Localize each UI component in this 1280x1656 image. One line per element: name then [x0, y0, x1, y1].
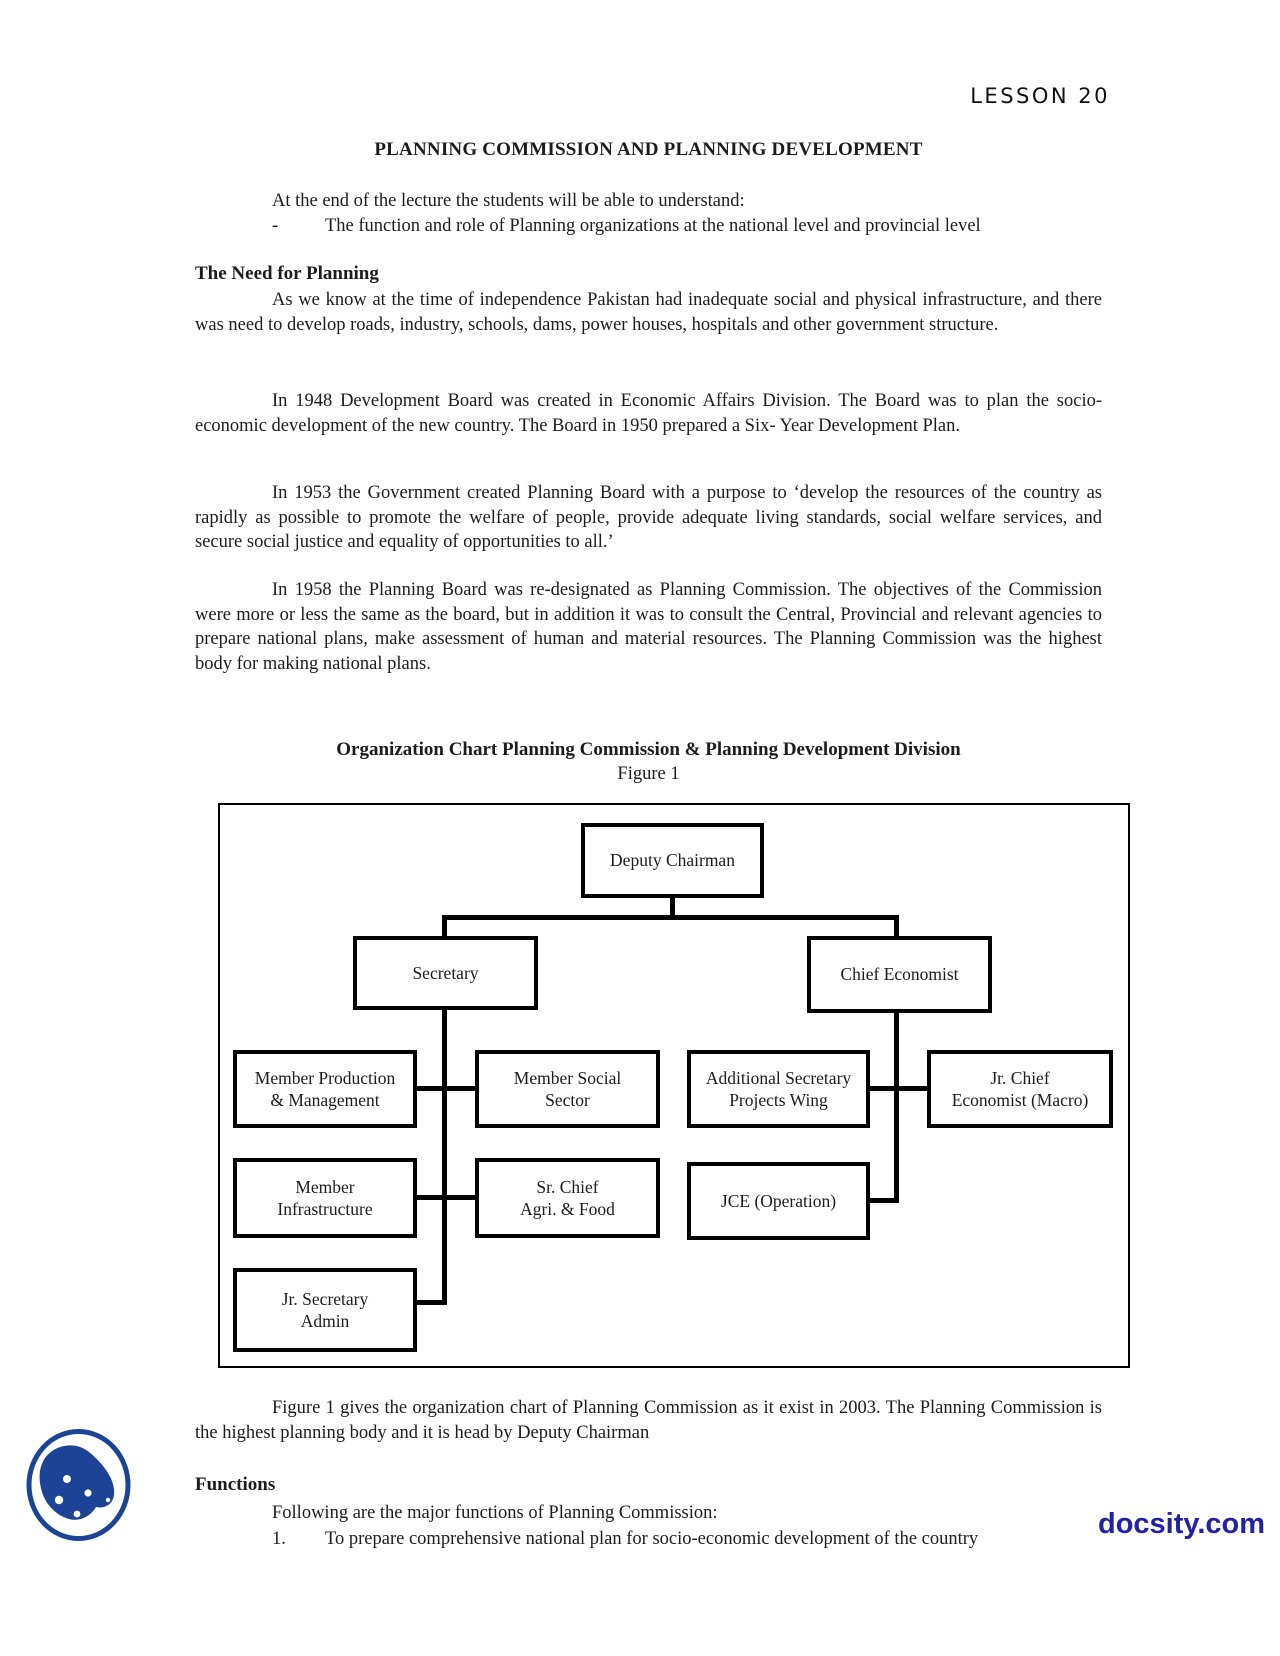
connector-drop-chief-economist: [894, 915, 899, 936]
docsity-watermark: docsity.com: [1098, 1508, 1266, 1540]
connector-deputy-stub: [670, 898, 675, 920]
org-node-member-social-sector: Member Social Sector: [475, 1050, 660, 1128]
connector-member-infrastructure: [417, 1195, 475, 1200]
connector-main-horizontal: [442, 915, 899, 920]
connector-jr-secretary: [417, 1300, 447, 1305]
objectives-intro: At the end of the lecture the students w…: [272, 191, 745, 211]
function-item-1: 1. To prepare comprehensive national pla…: [272, 1527, 1102, 1552]
objectives-bullet: - The function and role of Planning orga…: [272, 214, 1102, 239]
org-node-member-production: Member Production & Management: [233, 1050, 417, 1128]
functions-heading: Functions: [195, 1474, 276, 1495]
connector-additional-secretary: [870, 1086, 927, 1091]
functions-intro: Following are the major functions of Pla…: [272, 1503, 718, 1523]
figure-1-label: Figure 1: [617, 764, 680, 784]
paragraph-1958-commission: In 1958 the Planning Board was re-design…: [195, 580, 1102, 674]
org-chart-title: Organization Chart Planning Commission &…: [336, 739, 961, 760]
need-for-planning-heading: The Need for Planning: [195, 263, 379, 284]
org-node-deputy-chairman: Deputy Chairman: [581, 823, 764, 898]
bullet-dash: -: [272, 216, 279, 236]
docsity-logo-icon: [26, 1429, 131, 1541]
document-title: PLANNING COMMISSION AND PLANNING DEVELOP…: [374, 139, 923, 160]
org-chart-frame: Deputy Chairman Secretary Chief Economis…: [218, 803, 1130, 1368]
paragraph-1953-planning-board: In 1953 the Government created Planning …: [195, 483, 1102, 552]
org-node-jce-operation: JCE (Operation): [687, 1162, 870, 1240]
bullet-text: The function and role of Planning organi…: [325, 216, 981, 236]
paragraph-independence: As we know at the time of independence P…: [195, 290, 1102, 335]
function-item-number: 1.: [272, 1529, 286, 1549]
paragraph-1948-board: In 1948 Development Board was created in…: [195, 391, 1102, 436]
org-node-secretary: Secretary: [353, 936, 538, 1010]
connector-jce: [870, 1198, 899, 1203]
connector-member-production: [417, 1086, 475, 1091]
function-item-text: To prepare comprehensive national plan f…: [325, 1529, 979, 1549]
org-node-chief-economist: Chief Economist: [807, 936, 992, 1013]
org-node-sr-chief-agri-food: Sr. Chief Agri. & Food: [475, 1158, 660, 1238]
connector-drop-secretary: [442, 915, 447, 936]
lesson-label: LESSON 20: [970, 84, 1110, 108]
org-node-additional-secretary: Additional Secretary Projects Wing: [687, 1050, 870, 1128]
connector-secretary-vertical: [442, 1010, 447, 1305]
org-node-member-infrastructure: Member Infrastructure: [233, 1158, 417, 1238]
connector-chief-vertical: [894, 1013, 899, 1203]
paragraph-figure-1-summary: Figure 1 gives the organization chart of…: [195, 1398, 1102, 1443]
docsity-logo: [25, 1428, 132, 1542]
org-node-jr-chief-economist: Jr. Chief Economist (Macro): [927, 1050, 1113, 1128]
org-node-jr-secretary-admin: Jr. Secretary Admin: [233, 1268, 417, 1352]
